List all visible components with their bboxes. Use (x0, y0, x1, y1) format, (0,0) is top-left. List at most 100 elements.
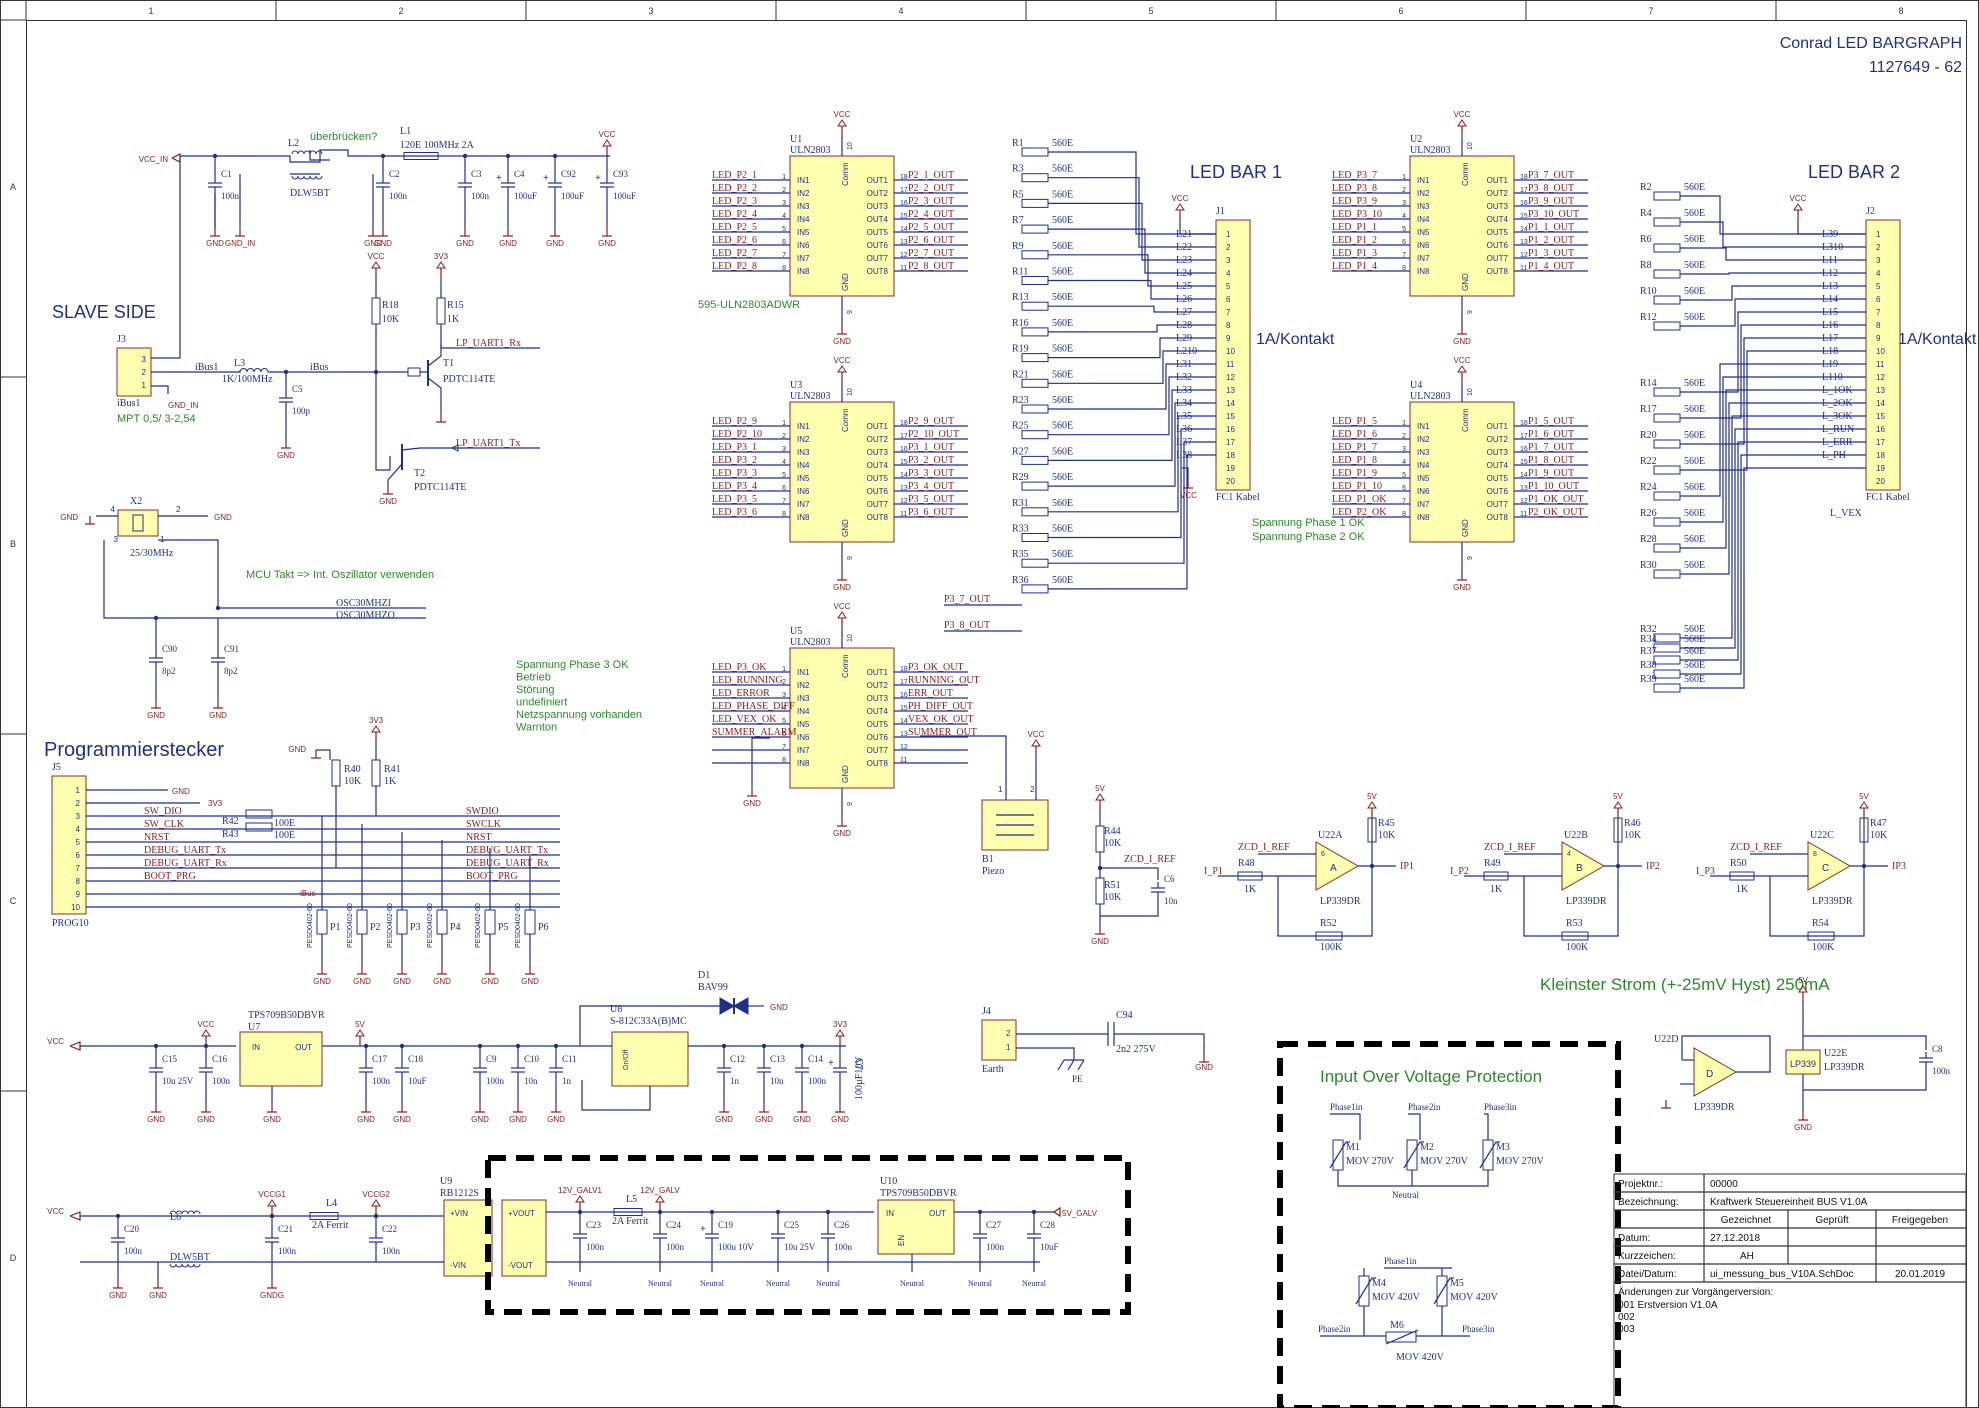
polarity-mark: + (496, 173, 502, 184)
label: R15 (447, 300, 464, 311)
pin-label: IN5 (797, 228, 810, 237)
pin-number: 13 (900, 485, 908, 492)
label: M5 (1450, 1278, 1464, 1289)
section-title: 1A/Kontakt (1256, 331, 1335, 348)
section-title: Input Over Voltage Protection (1320, 1067, 1542, 1086)
wire (1048, 350, 1216, 384)
label: R31 (1012, 498, 1029, 509)
title-block-label: Kurzzeichen: (1618, 1251, 1676, 1262)
label: R47 (1870, 818, 1887, 829)
label: D1 (698, 970, 710, 981)
pin-number: 14 (1520, 226, 1528, 233)
note-text: Kleinster Strom (+-25mV Hyst) 250mA (1540, 975, 1830, 994)
label: R23 (1012, 395, 1029, 406)
label: 100uF (514, 191, 537, 201)
note-text: 595-ULN2803ADWR (698, 299, 800, 311)
power-symbol (602, 139, 612, 147)
label: P6 (538, 922, 549, 933)
power-symbol (371, 261, 381, 269)
title-block (1613, 1173, 1967, 1408)
pin-number: 6 (782, 485, 786, 492)
crystal-x2 (117, 509, 159, 537)
label: 560E (1052, 472, 1073, 483)
pin-number: 16 (900, 692, 908, 699)
row-label: B (10, 539, 16, 549)
label: 3 (114, 535, 119, 544)
pin-number: 1 (1402, 420, 1406, 427)
net-label: P1_9_OUT (1528, 468, 1574, 479)
wire (1048, 324, 1216, 333)
label: Neutral (900, 1279, 925, 1288)
label: Phase2in (1318, 1324, 1351, 1334)
power-symbol (371, 1199, 381, 1207)
net-label: LED_P3_10 (1332, 209, 1382, 220)
inductor-coil (315, 175, 323, 180)
label: R8 (1640, 260, 1652, 271)
label: L5 (626, 1194, 637, 1205)
pin-number: 16 (900, 200, 908, 207)
pin-label: OUT1 (1487, 422, 1509, 431)
ground-label: GND (147, 711, 165, 720)
net-label: SUMMER_ALARM (712, 727, 797, 738)
label: 560E (1684, 208, 1705, 219)
ground-label: GND (433, 977, 451, 986)
pin-label: IN4 (1417, 215, 1430, 224)
label: R9 (1012, 241, 1024, 252)
port-symbol (450, 444, 459, 452)
label: C93 (613, 169, 629, 179)
pin-number: 15 (900, 459, 908, 466)
label: R11 (1012, 267, 1028, 278)
ground-label: GND (833, 829, 851, 838)
net-label: P3_7_OUT (944, 594, 990, 605)
label: 560E (1052, 421, 1073, 432)
label: R17 (1640, 404, 1657, 415)
pin-number: 5 (1226, 282, 1231, 291)
label: PESD0402-60 (427, 903, 434, 948)
pin-number: 16 (1520, 446, 1528, 453)
ground-label: GND (393, 977, 411, 986)
wire (1048, 337, 1216, 359)
pin-number: 7 (1402, 498, 1406, 505)
label: Neutral (700, 1279, 725, 1288)
wire (1680, 221, 1866, 248)
label: C15 (162, 1054, 178, 1064)
resistor (1483, 871, 1509, 881)
pin-label: IN7 (797, 746, 810, 755)
pin-number: 16 (1226, 425, 1235, 434)
pin-number: 6 (1402, 239, 1406, 246)
pin-label: IN6 (797, 241, 810, 250)
wire (1077, 1059, 1085, 1071)
pin-label: IN5 (797, 720, 810, 729)
pin-number: 17 (1520, 433, 1528, 440)
net-label: I_P2 (1450, 866, 1469, 877)
label: 560E (1052, 498, 1073, 509)
label: S-812C33A(B)MC (610, 1016, 687, 1027)
label: U22E (1824, 1048, 1847, 1059)
net-label: LED_P2_9 (712, 416, 757, 427)
power-label: 3V3 (434, 252, 449, 261)
label: 1 (998, 785, 1003, 794)
label: 100n (389, 191, 408, 201)
varistor (1385, 1331, 1417, 1343)
net-label: P3_5_OUT (908, 494, 954, 505)
label: 001 Erstversion V1.0A (1618, 1300, 1718, 1311)
label: 4 (111, 505, 116, 514)
label: C5 (292, 384, 303, 394)
power-symbol (1793, 203, 1803, 211)
pin-number: 5 (76, 838, 81, 847)
net-label: RUNNING_OUT (908, 675, 980, 686)
pin-number: 3 (782, 200, 786, 207)
net-label: P1_OK_OUT (1528, 494, 1584, 505)
power-label: 5V (355, 1020, 365, 1029)
pin-number: 13 (1520, 485, 1528, 492)
label: OUT (929, 1209, 946, 1218)
pin-number: 11 (1520, 511, 1527, 518)
label: M1 (1346, 1142, 1360, 1153)
ic-u10 (877, 1199, 955, 1255)
label: 9 (1467, 556, 1474, 560)
label: 2n2 275V (1116, 1044, 1157, 1055)
label: On/Off (623, 1049, 630, 1070)
title-block-label: Datei/Datum: (1618, 1269, 1676, 1280)
pin-label: OUT6 (867, 487, 889, 496)
resistor (1315, 931, 1343, 941)
